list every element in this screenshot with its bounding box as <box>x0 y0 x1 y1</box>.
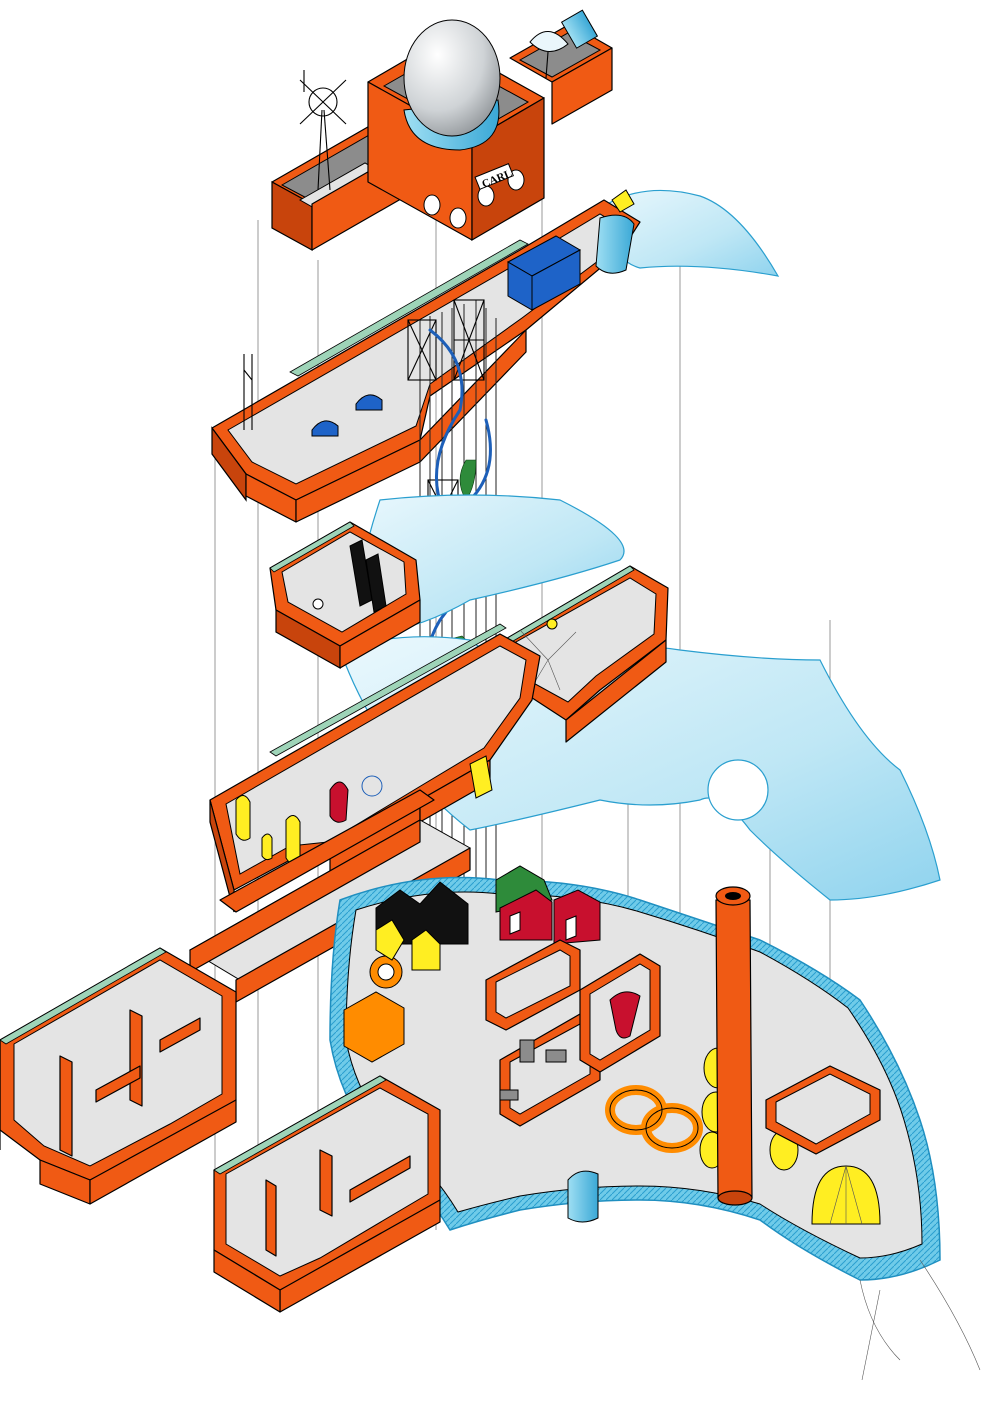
roof-level: CARL <box>271 9 613 252</box>
fourth-level <box>209 623 541 913</box>
second-level <box>211 189 780 523</box>
ground-level <box>213 865 941 1313</box>
third-level-right <box>503 565 669 743</box>
lower-cables <box>859 1259 981 1381</box>
third-level-gallery <box>269 521 421 670</box>
